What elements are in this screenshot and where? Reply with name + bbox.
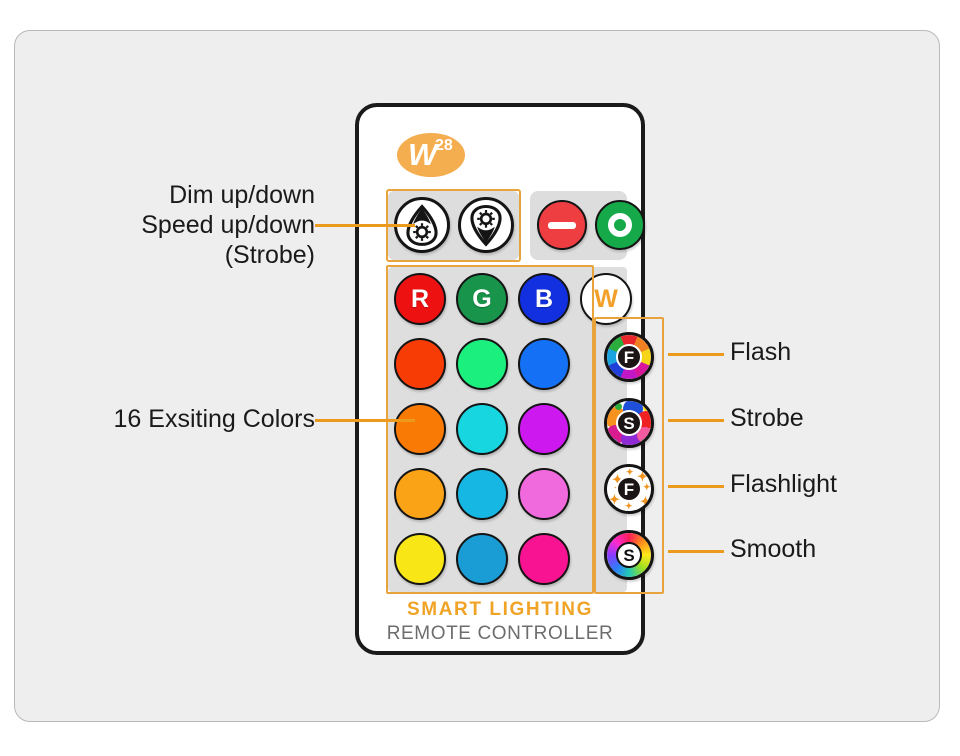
color-button-label: R	[410, 284, 430, 313]
flashlight-label: Flashlight	[730, 470, 837, 498]
smooth-badge: S	[616, 542, 642, 568]
leader-line-flashlight	[668, 485, 724, 488]
strobe-badge: S	[616, 410, 642, 436]
color-button-w[interactable]: W	[580, 273, 632, 325]
color-button-label: G	[472, 284, 492, 313]
color-button-deeppink[interactable]	[518, 533, 570, 585]
color-button-label: B	[534, 284, 554, 313]
power-off-button[interactable]	[537, 200, 587, 250]
colors-label: 16 Exsiting Colors	[113, 405, 315, 433]
color-button-springgreen[interactable]	[456, 338, 508, 390]
leader-line-dim	[315, 224, 415, 227]
flash-label: Flash	[730, 338, 792, 366]
logo-letter: W	[408, 137, 437, 172]
brand-line-1: SMART LIGHTING	[407, 599, 593, 620]
circle-icon	[608, 213, 632, 237]
color-button-cyan[interactable]	[456, 403, 508, 455]
color-button-amber[interactable]	[394, 468, 446, 520]
leader-line-smooth	[668, 550, 724, 553]
color-button-orangered[interactable]	[394, 338, 446, 390]
color-button-mediumblue[interactable]	[456, 533, 508, 585]
sun-down-icon	[470, 204, 502, 247]
strobe-label: Strobe	[730, 404, 804, 432]
logo-superscript: 28	[435, 137, 453, 154]
flashlight-badge: F	[616, 476, 642, 502]
smooth-button[interactable]: S	[604, 530, 654, 580]
minus-icon	[548, 221, 576, 229]
dim-speed-label: Dim up/down Speed up/down (Strobe)	[141, 181, 315, 269]
brightness-up-button[interactable]	[394, 197, 450, 253]
leader-line-flash	[668, 353, 724, 356]
modes-highlight	[594, 317, 664, 594]
colors-highlight	[386, 265, 594, 594]
flash-badge: F	[616, 344, 642, 370]
remote-controller: W 28	[355, 103, 664, 655]
w28-logo: W 28	[397, 133, 465, 177]
color-button-pink[interactable]	[518, 468, 570, 520]
color-button-magenta[interactable]	[518, 403, 570, 455]
brand-line-2: REMOTE CONTROLLER	[386, 623, 614, 644]
leader-line-strobe	[668, 419, 724, 422]
color-button-label: W	[594, 284, 618, 313]
brightness-down-button[interactable]	[458, 197, 514, 253]
color-button-g[interactable]: G	[456, 273, 508, 325]
color-button-brightblue[interactable]	[518, 338, 570, 390]
color-button-skyblue[interactable]	[456, 468, 508, 520]
power-on-button[interactable]	[595, 200, 645, 250]
flashlight-button[interactable]: ✦ ✦ ✦ ✦ ✦ ✦ ✦ ✦ F	[604, 464, 654, 514]
strobe-button[interactable]: S	[604, 398, 654, 448]
color-button-yellow[interactable]	[394, 533, 446, 585]
flash-button[interactable]: F	[604, 332, 654, 382]
color-button-b[interactable]: B	[518, 273, 570, 325]
smooth-label: Smooth	[730, 535, 817, 563]
color-button-orange[interactable]	[394, 403, 446, 455]
color-button-r[interactable]: R	[394, 273, 446, 325]
leader-line-colors	[315, 419, 415, 422]
